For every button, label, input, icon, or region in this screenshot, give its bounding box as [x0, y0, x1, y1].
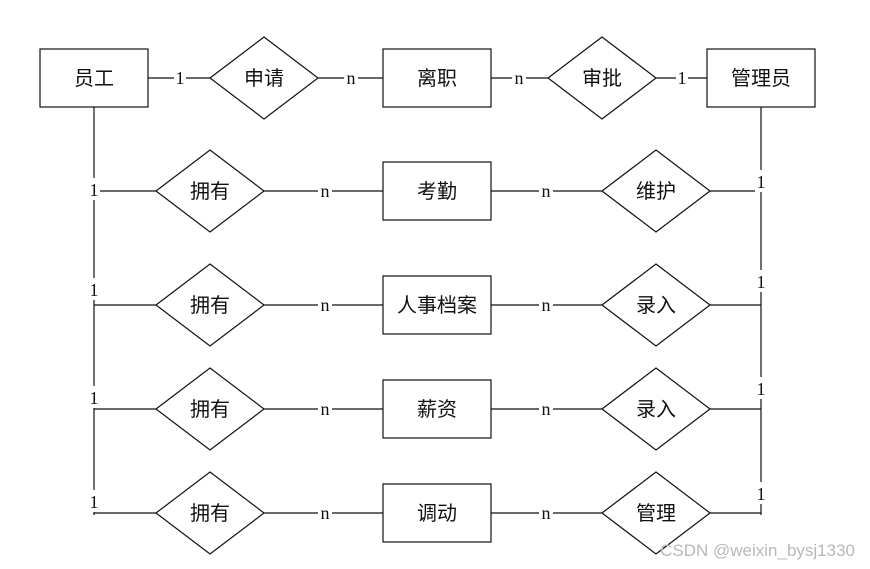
card-employee-apply: 1 [176, 68, 185, 88]
relationship-approve: 审批 [547, 36, 657, 120]
relationship-apply: 申请 [209, 36, 319, 120]
card-enter2-manager: 1 [757, 379, 766, 399]
entity-manager: 管理员 [706, 48, 816, 108]
relationship-own-attendance: 拥有 [155, 149, 265, 233]
relationship-approve-label: 审批 [582, 66, 622, 90]
card-transfer-manage: n [542, 503, 551, 523]
relationship-enter-hr-file: 录入 [601, 263, 711, 347]
entity-attendance-label: 考勤 [417, 179, 457, 203]
entity-resignation-label: 离职 [417, 66, 457, 90]
relationship-own-attendance-label: 拥有 [190, 179, 230, 203]
card-resignation-approve: n [515, 68, 524, 88]
entity-employee: 员工 [39, 48, 149, 108]
entity-resignation: 离职 [382, 48, 492, 108]
card-employee-own2: 1 [90, 280, 99, 300]
entity-employee-label: 员工 [74, 66, 114, 90]
card-approve-manager: 1 [678, 68, 687, 88]
entity-hr-file-label: 人事档案 [397, 293, 477, 317]
entity-transfer: 调动 [382, 483, 492, 543]
relationship-own-transfer: 拥有 [155, 471, 265, 555]
relationship-own-salary: 拥有 [155, 367, 265, 451]
card-manage-manager: 1 [757, 484, 766, 504]
card-apply-resignation: n [347, 68, 356, 88]
card-own3-salary: n [321, 399, 330, 419]
relationship-own-hr-file-label: 拥有 [190, 293, 230, 317]
entity-salary-label: 薪资 [417, 397, 457, 421]
card-enter1-manager: 1 [757, 272, 766, 292]
relationship-maintain-label: 维护 [636, 179, 676, 203]
card-employee-own4: 1 [90, 492, 99, 512]
card-employee-own1: 1 [90, 180, 99, 200]
relationship-maintain: 维护 [601, 149, 711, 233]
watermark: CSDN @weixin_bysj1330 [660, 541, 855, 560]
card-own2-hrfile: n [321, 295, 330, 315]
entity-manager-label: 管理员 [731, 66, 791, 90]
card-employee-own3: 1 [90, 388, 99, 408]
relationship-manage: 管理 [601, 471, 711, 555]
relationship-enter-hr-file-label: 录入 [636, 293, 676, 317]
card-hrfile-enter: n [542, 295, 551, 315]
relationship-apply-label: 申请 [244, 66, 284, 90]
relationship-enter-salary-label: 录入 [636, 397, 676, 421]
relationship-own-hr-file: 拥有 [155, 263, 265, 347]
card-own4-transfer: n [321, 503, 330, 523]
relationship-own-transfer-label: 拥有 [190, 501, 230, 525]
card-maintain-manager: 1 [757, 172, 766, 192]
card-attendance-maintain: n [542, 181, 551, 201]
card-own1-attendance: n [321, 181, 330, 201]
entity-salary: 薪资 [382, 379, 492, 439]
relationship-manage-label: 管理 [636, 501, 676, 525]
relationship-enter-salary: 录入 [601, 367, 711, 451]
card-salary-enter: n [542, 399, 551, 419]
entity-transfer-label: 调动 [417, 501, 457, 525]
relationship-own-salary-label: 拥有 [190, 397, 230, 421]
cardinality-labels: 1 n n 1 1 1 1 1 n n n n n n n n [88, 66, 767, 524]
entity-hr-file: 人事档案 [382, 275, 492, 335]
entity-attendance: 考勤 [382, 161, 492, 221]
